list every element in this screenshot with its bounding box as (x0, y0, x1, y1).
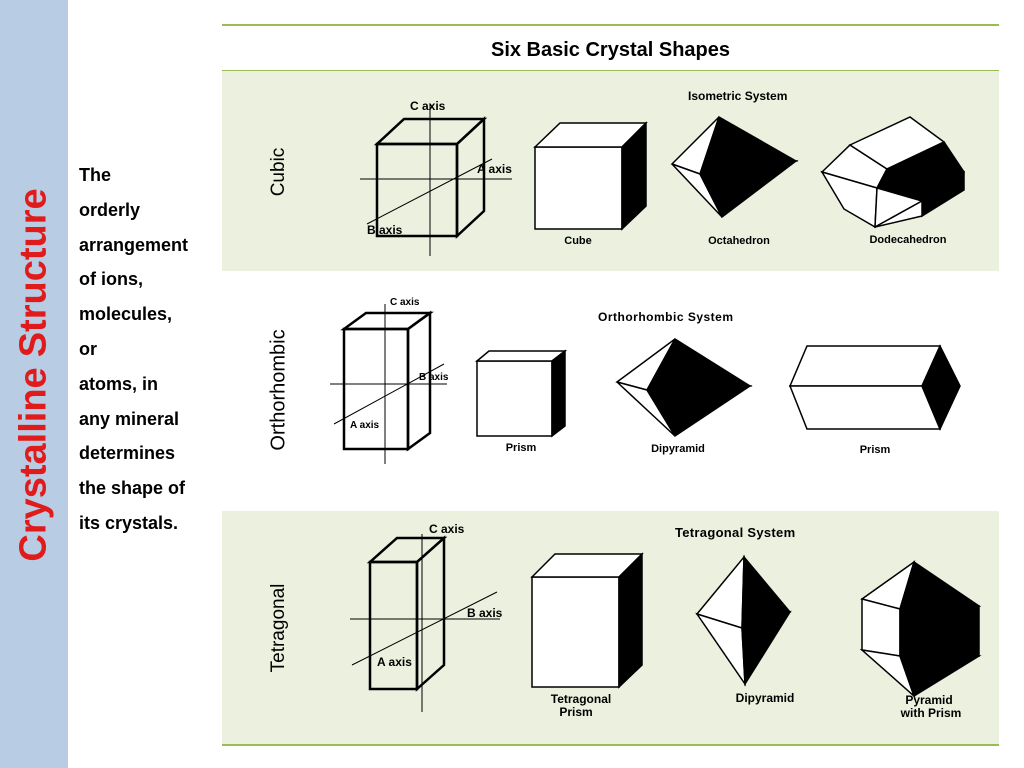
description-line: The (79, 165, 112, 185)
prism-shape (474, 349, 568, 438)
pyramid-with-prism-label-1: Pyramid (905, 693, 952, 707)
orthorhombic-c-axis-label: C axis (390, 297, 420, 308)
description-line: atoms, in (79, 373, 159, 394)
description-line: orderly (79, 199, 141, 220)
slide-title-word1: Crystalline (12, 367, 55, 562)
long-prism-shape (788, 344, 961, 431)
orthorhombic-system-title: Orthorhombic System (598, 310, 734, 324)
cube-shape (533, 121, 648, 231)
cubic-a-axis-label: A axis (477, 162, 512, 176)
description-line: molecules, (79, 304, 173, 325)
orthorhombic-axis-diagram (330, 304, 447, 464)
prism-label: Prism (506, 442, 537, 454)
tetragonal-b-axis-label: B axis (467, 606, 503, 620)
cube-label: Cube (564, 235, 592, 247)
tetragonal-a-axis-label: A axis (377, 655, 412, 669)
crystal-diagrams: C axis A axis B axis Isometric System Cu… (330, 89, 982, 720)
tetragonal-prism-label-2: Prism (559, 705, 592, 719)
description-line: or (79, 338, 97, 359)
tetragonal-prism-shape (530, 552, 644, 689)
dipyramid-label: Dipyramid (651, 443, 705, 455)
header-rule (222, 70, 999, 71)
orthorhombic-b-axis-label: B axis (419, 372, 449, 383)
tetragonal-system-title: Tetragonal System (675, 525, 795, 540)
isometric-system-title: Isometric System (688, 89, 787, 103)
pyramid-with-prism-label-2: with Prism (900, 706, 962, 720)
table-top-rule (222, 24, 999, 26)
slide-title: Crystalline Structure (13, 188, 56, 561)
slide-title-word2: Structure (12, 188, 55, 358)
description-line: determines (79, 443, 176, 464)
table-header: Six Basic Crystal Shapes (490, 38, 730, 61)
description-text: The orderly arrangement of ions, molecul… (79, 158, 219, 541)
description-line: its crystals. (79, 512, 179, 533)
pyramid-with-prism-shape (859, 560, 982, 699)
cubic-axis-diagram (360, 104, 512, 256)
description-line: the shape of (79, 478, 186, 499)
octahedron-shape (670, 115, 799, 219)
dipyramid-shape (615, 337, 753, 438)
crystal-shapes-table: Six Basic Crystal Shapes Cubic Orthorhom… (222, 24, 999, 746)
cubic-c-axis-label: C axis (410, 99, 446, 113)
tetragonal-axis-diagram (350, 534, 500, 712)
dodecahedron-label: Dodecahedron (869, 234, 946, 246)
cubic-b-axis-label: B axis (367, 223, 403, 237)
table-bottom-rule (222, 744, 999, 746)
tetragonal-prism-label-1: Tetragonal (551, 692, 611, 706)
dodecahedron-shape (820, 116, 966, 229)
long-prism-label: Prism (860, 444, 891, 456)
description-line: arrangement (79, 234, 189, 255)
tetragonal-dipyramid-label: Dipyramid (736, 691, 795, 705)
orthorhombic-a-axis-label: A axis (350, 420, 380, 431)
sidebar: Crystalline Structure (0, 0, 68, 768)
octahedron-label: Octahedron (708, 235, 770, 247)
tetragonal-dipyramid-shape (695, 554, 792, 687)
description-line: of ions, (79, 269, 143, 290)
tetragonal-c-axis-label: C axis (429, 522, 465, 536)
description-line: any mineral (79, 408, 180, 429)
